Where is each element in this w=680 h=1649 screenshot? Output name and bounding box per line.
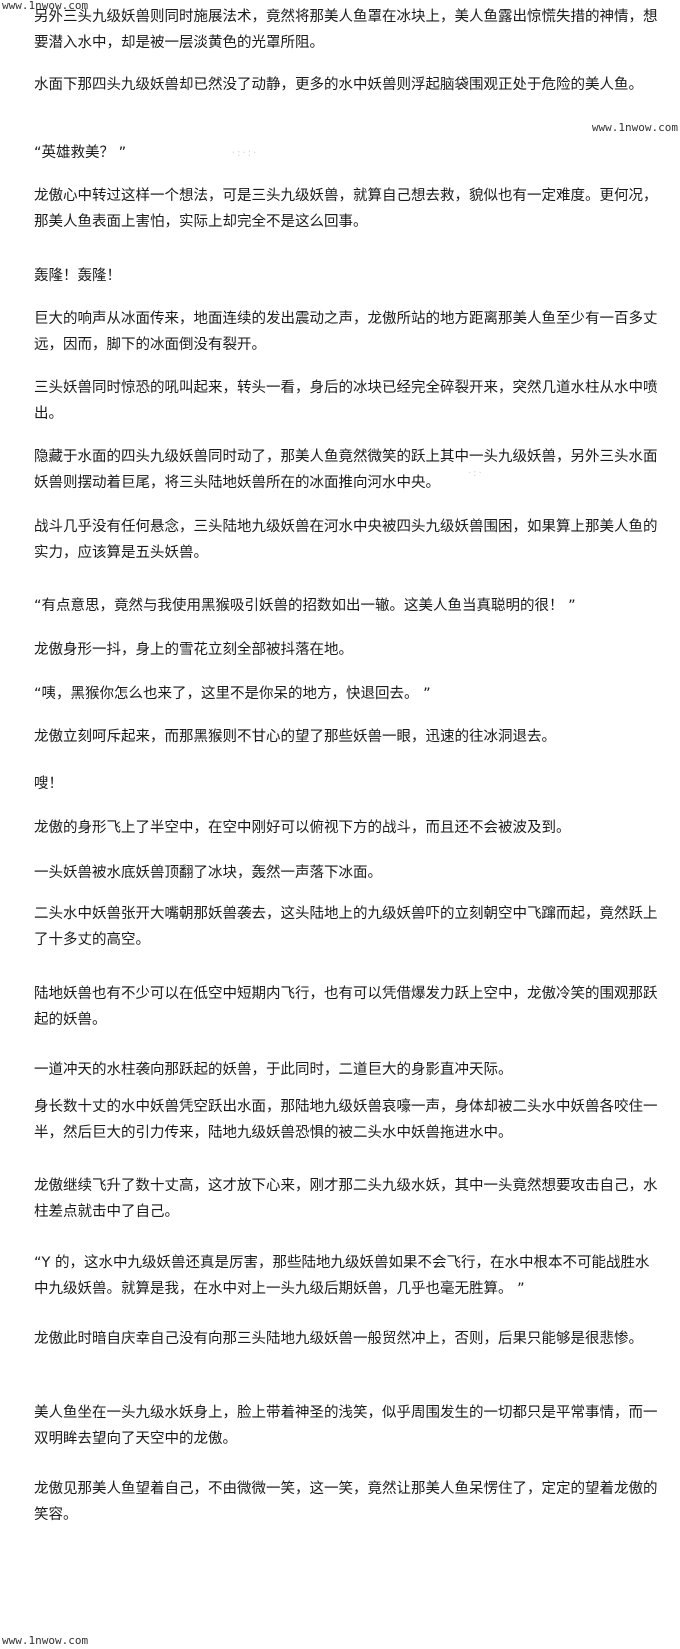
paragraph: 巨大的响声从冰面传来，地面连续的发出震动之声，龙傲所站的地方距离那美人鱼至少有一… (34, 311, 658, 353)
paragraph: 龙傲心中转过这样一个想法，可是三头九级妖兽，就算自己想去救，貌似也有一定难度。更… (34, 188, 658, 230)
paragraph: “咦，黑猴你怎么也来了，这里不是你呆的地方，快退回去。 ” (34, 686, 431, 702)
watermark-top-left: www.1nwow.com (2, 0, 89, 12)
paragraph: 一道冲天的水柱袭向那跃起的妖兽，于此同时，二道巨大的身影直冲天际。 (34, 1062, 513, 1078)
paragraph: 战斗几乎没有任何悬念，三头陆地九级妖兽在河水中央被四头九级妖兽围困，如果算上那美… (34, 519, 658, 561)
watermark-bottom-left: www.1nwow.com (2, 1634, 89, 1647)
paragraph: 水面下那四头九级妖兽却已然没了动静，更多的水中妖兽则浮起脑袋围观正处于危险的美人… (34, 77, 643, 93)
paragraph: “Y 的，这水中九级妖兽还真是厉害，那些陆地九级妖兽如果不会飞行，在水中根本不可… (34, 1255, 650, 1297)
paragraph: 另外三头九级妖兽则同时施展法术，竟然将那美人鱼罩在冰块上，美人鱼露出惊慌失措的神… (34, 9, 658, 51)
paragraph: 龙傲见那美人鱼望着自己，不由微微一笑，这一笑，竟然让那美人鱼呆愣住了，定定的望着… (34, 1481, 658, 1523)
paragraph: 龙傲身形一抖，身上的雪花立刻全部被抖落在地。 (34, 642, 353, 658)
paragraph: 一头妖兽被水底妖兽顶翻了冰块，轰然一声落下冰面。 (34, 865, 382, 881)
paragraph: 龙傲的身形飞上了半空中，在空中刚好可以俯视下方的战斗，而且还不会被波及到。 (34, 820, 571, 836)
paragraph: 身长数十丈的水中妖兽凭空跃出水面，那陆地九级妖兽哀嚎一声，身体却被二头水中妖兽各… (34, 1099, 658, 1141)
watermark-top-right: www.1nwow.com (591, 121, 678, 134)
paragraph: 美人鱼坐在一头九级水妖身上，脸上带着神圣的浅笑，似乎周围发生的一切都只是平常事情… (34, 1405, 658, 1447)
paragraph: 三头妖兽同时惊恐的吼叫起来，转头一看，身后的冰块已经完全碎裂开来，突然几道水柱从… (34, 380, 658, 422)
paragraph: 隐藏于水面的四头九级妖兽同时动了，那美人鱼竟然微笑的跃上其中一头九级妖兽，另外三… (34, 449, 658, 491)
paragraph: “英雄救美？ ” (34, 145, 127, 161)
scan-noise: ·:· (468, 468, 484, 479)
paragraph: 龙傲立刻呵斥起来，而那黑猴则不甘心的望了那些妖兽一眼，迅速的往冰洞退去。 (34, 729, 556, 745)
scan-noise: ·:·:· (232, 148, 259, 159)
paragraph: 龙傲此时暗自庆幸自己没有向那三头陆地九级妖兽一般贸然冲上，否则，后果只能够是很悲… (34, 1331, 643, 1347)
paragraph: 陆地妖兽也有不少可以在低空中短期内飞行，也有可以凭借爆发力跃上空中，龙傲冷笑的围… (34, 986, 658, 1028)
paragraph: 嗖！ (34, 776, 63, 792)
paragraph: 二头水中妖兽张开大嘴朝那妖兽袭去，这头陆地上的九级妖兽吓的立刻朝空中飞蹿而起，竟… (34, 906, 658, 948)
paragraph: 龙傲继续飞升了数十丈高，这才放下心来，刚才那二头九级水妖，其中一头竟然想要攻击自… (34, 1178, 658, 1220)
paragraph: 轰隆！轰隆！ (34, 268, 121, 284)
paragraph: “有点意思，竟然与我使用黑猴吸引妖兽的招数如出一辙。这美人鱼当真聪明的很！ ” (34, 598, 576, 614)
